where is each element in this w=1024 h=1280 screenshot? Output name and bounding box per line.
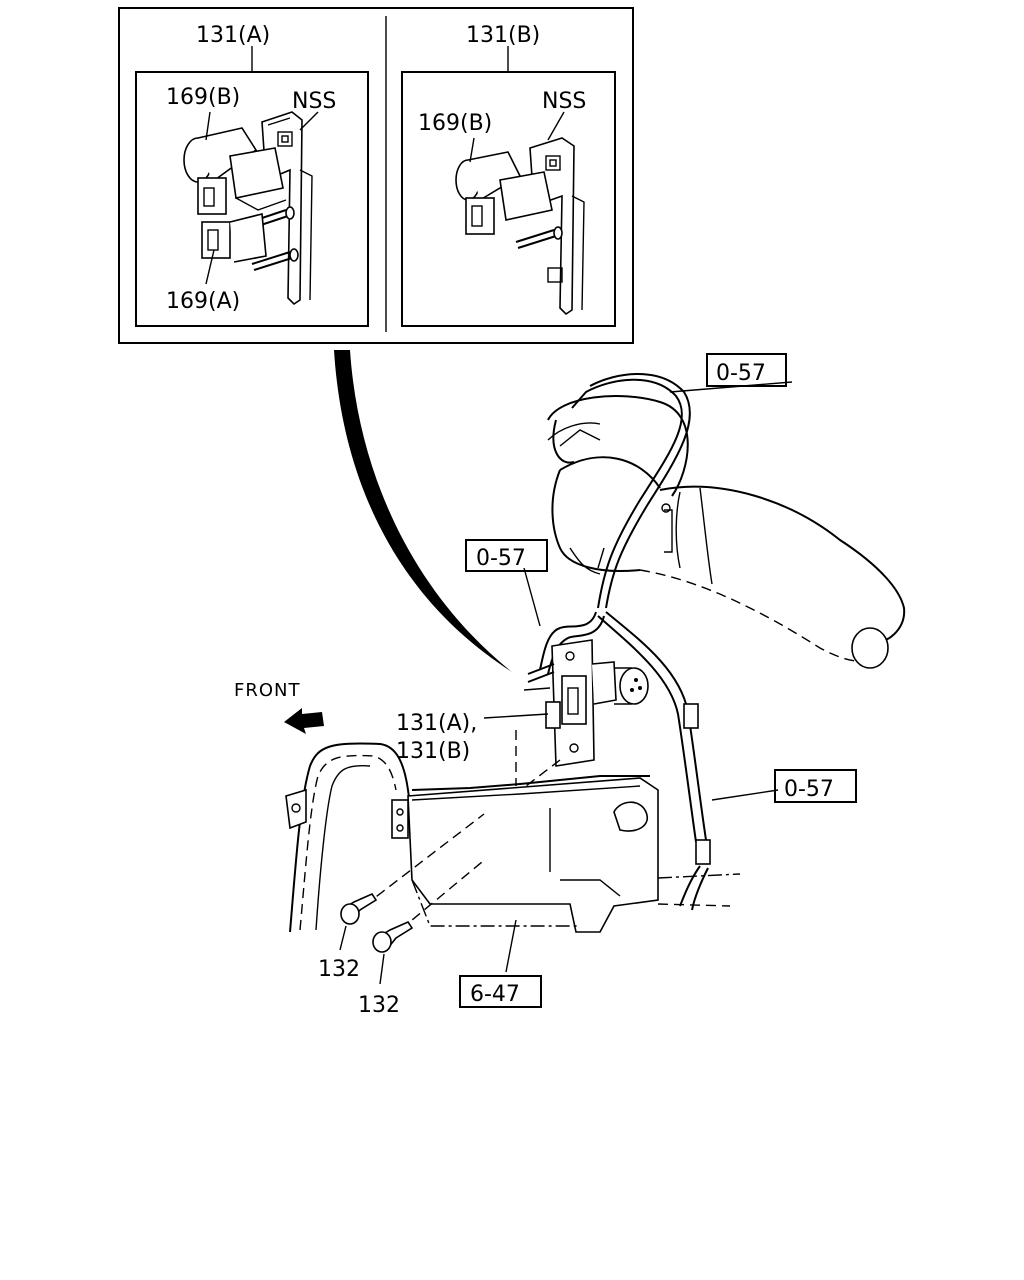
intake-duct-drawing	[547, 395, 906, 669]
vacuum-hose-drawing	[523, 373, 793, 911]
ref-box-bottom	[459, 975, 542, 1008]
front-label: FRONT	[234, 680, 301, 701]
inset-left-label-169a: 169(A)	[166, 289, 240, 314]
bolt-label-2: 132	[358, 993, 400, 1018]
frame-bracket-drawing	[285, 742, 741, 973]
bolt-label-1: 132	[318, 957, 360, 982]
part-label-131b: 131(B)	[396, 739, 470, 764]
ref-box-right	[774, 769, 857, 803]
valve-assembly-right-drawing	[455, 111, 585, 316]
ref-box-top	[706, 353, 787, 387]
ref-box-mid	[465, 539, 548, 572]
ref-label-right: 0-57	[784, 777, 834, 802]
inset-left-title: 131(A)	[196, 23, 270, 48]
solenoid-valve-drawing	[483, 639, 649, 787]
inset-right-label-169b: 169(B)	[418, 111, 492, 136]
inset-pointer-arrow	[334, 350, 512, 672]
inset-left-label-nss: NSS	[292, 89, 336, 114]
inset-right-title: 131(B)	[466, 23, 540, 48]
inset-frame	[118, 7, 634, 344]
ref-label-top: 0-57	[716, 361, 766, 386]
part-label-131a: 131(A),	[396, 711, 477, 736]
front-arrow-icon	[284, 708, 324, 734]
ref-label-bottom: 6-47	[470, 982, 520, 1007]
inset-left-label-169b: 169(B)	[166, 85, 240, 110]
bolt-drawing	[339, 813, 485, 985]
valve-assembly-left-drawing	[183, 111, 319, 306]
inset-right-label-nss: NSS	[542, 89, 586, 114]
ref-label-mid: 0-57	[476, 546, 526, 571]
